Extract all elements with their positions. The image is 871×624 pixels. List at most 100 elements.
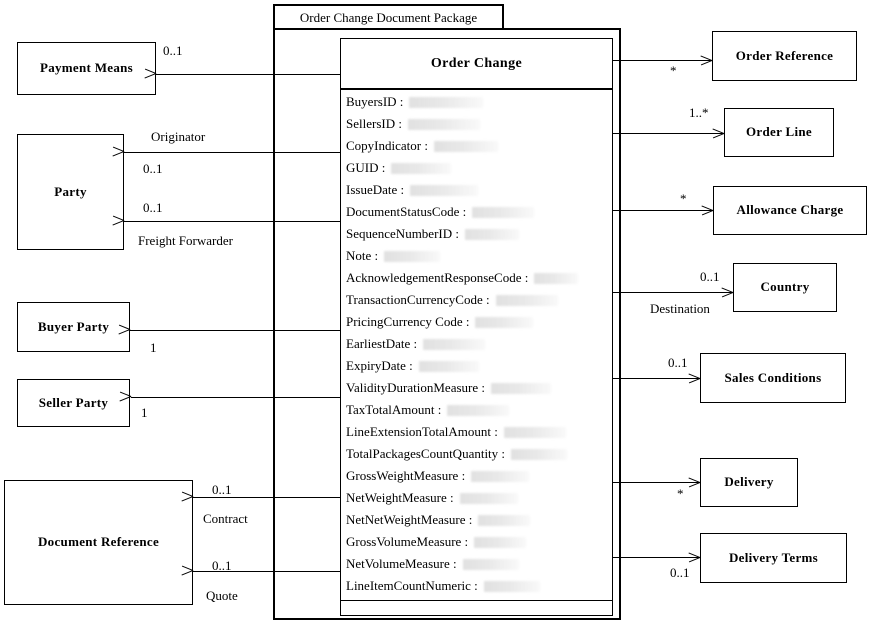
multiplicity-party-freight-forwarder: 0..1	[143, 200, 163, 215]
class-name-order-change: Order Change	[430, 55, 523, 71]
attribute-row: NetNetWeightMeasure :	[346, 509, 612, 531]
attribute-value-redacted	[407, 118, 480, 130]
multiplicity-delivery-terms: 0..1	[670, 565, 690, 580]
multiplicity-party-originator: 0..1	[143, 161, 163, 176]
class-delivery-terms[interactable]: Delivery Terms	[700, 533, 847, 583]
class-seller-party[interactable]: Seller Party	[17, 379, 130, 427]
attribute-name: NetVolumeMeasure :	[346, 556, 457, 571]
attribute-row: ExpiryDate :	[346, 355, 612, 377]
attribute-row: PricingCurrency Code :	[346, 311, 612, 333]
attribute-value-redacted	[384, 250, 441, 262]
attribute-row: NetVolumeMeasure :	[346, 553, 612, 575]
role-label-quote: Quote	[206, 588, 238, 603]
attribute-value-redacted	[465, 228, 519, 240]
attribute-name: SequenceNumberID :	[346, 226, 459, 241]
attribute-value-redacted	[391, 162, 452, 174]
multiplicity-delivery: *	[677, 486, 684, 501]
class-order-line[interactable]: Order Line	[724, 108, 834, 157]
attribute-value-redacted	[491, 382, 551, 394]
attribute-name: TransactionCurrencyCode :	[346, 292, 490, 307]
association-line-country	[613, 292, 733, 293]
attribute-row: AcknowledgementResponseCode :	[346, 267, 612, 289]
attribute-name: SellersID :	[346, 116, 402, 131]
multiplicity-payment-means: 0..1	[163, 43, 183, 58]
association-line-delivery-terms	[613, 557, 700, 558]
role-label-freight-forwarder: Freight Forwarder	[138, 233, 233, 248]
package-name: Order Change Document Package	[299, 10, 478, 25]
class-name-delivery: Delivery	[724, 474, 774, 490]
class-name-delivery-terms: Delivery Terms	[728, 549, 819, 565]
association-line-buyer-party	[130, 330, 340, 331]
class-attribute-compartment: BuyersID : SellersID : CopyIndicator : G…	[341, 90, 612, 600]
attribute-row: DocumentStatusCode :	[346, 201, 612, 223]
attribute-name: LineItemCountNumeric :	[346, 578, 478, 593]
attribute-row: TaxTotalAmount :	[346, 399, 612, 421]
attribute-name: IssueDate :	[346, 182, 405, 197]
class-name-payment-means: Payment Means	[39, 60, 134, 76]
attribute-name: TaxTotalAmount :	[346, 402, 442, 417]
class-operations-compartment	[341, 600, 612, 615]
attribute-row: TransactionCurrencyCode :	[346, 289, 612, 311]
class-country[interactable]: Country	[733, 263, 837, 312]
class-payment-means[interactable]: Payment Means	[17, 42, 156, 95]
attribute-name: ExpiryDate :	[346, 358, 413, 373]
class-document-reference[interactable]: Document Reference	[4, 480, 193, 605]
attribute-value-redacted	[495, 294, 558, 306]
attribute-value-redacted	[423, 338, 486, 350]
class-name-order-line: Order Line	[746, 124, 812, 140]
attribute-row: TotalPackagesCountQuantity :	[346, 443, 612, 465]
class-party[interactable]: Party	[17, 134, 124, 250]
attribute-name: PricingCurrency Code :	[346, 314, 470, 329]
class-name-party: Party	[54, 183, 87, 199]
class-sales-conditions[interactable]: Sales Conditions	[700, 353, 846, 403]
attribute-value-redacted	[410, 184, 479, 196]
multiplicity-buyer-party: 1	[150, 340, 157, 355]
class-buyer-party[interactable]: Buyer Party	[17, 302, 130, 352]
attribute-value-redacted	[534, 272, 579, 284]
attribute-value-redacted	[511, 448, 568, 460]
association-line-order-reference	[613, 60, 712, 61]
attribute-row: GrossWeightMeasure :	[346, 465, 612, 487]
attribute-row: LineExtensionTotalAmount :	[346, 421, 612, 443]
package-tab: Order Change Document Package	[273, 4, 504, 30]
attribute-row: EarliestDate :	[346, 333, 612, 355]
package-frame	[273, 28, 621, 620]
class-order-reference[interactable]: Order Reference	[712, 31, 857, 81]
association-line-delivery	[613, 482, 700, 483]
attribute-value-redacted	[409, 96, 484, 108]
class-order-change[interactable]: Order Change BuyersID : SellersID : Copy…	[340, 38, 613, 616]
attribute-name: EarliestDate :	[346, 336, 418, 351]
attribute-value-redacted	[462, 558, 519, 570]
association-line-order-line	[613, 133, 724, 134]
attribute-row: SequenceNumberID :	[346, 223, 612, 245]
association-line-allowance-charge	[613, 210, 713, 211]
class-title-compartment: Order Change	[341, 39, 612, 90]
attribute-name: Note :	[346, 248, 379, 263]
attribute-row: GrossVolumeMeasure :	[346, 531, 612, 553]
attribute-name: ValidityDurationMeasure :	[346, 380, 485, 395]
role-label-originator: Originator	[151, 129, 206, 144]
attribute-row: CopyIndicator :	[346, 135, 612, 157]
association-line-party-freight-forwarder	[124, 221, 340, 222]
attribute-row: Note :	[346, 245, 612, 267]
multiplicity-seller-party: 1	[141, 405, 148, 420]
attribute-row: BuyersID :	[346, 91, 612, 113]
multiplicity-order-line: 1..*	[689, 105, 709, 120]
role-label-destination: Destination	[650, 301, 710, 316]
multiplicity-document-reference-quote: 0..1	[212, 558, 232, 573]
attribute-value-redacted	[503, 426, 566, 438]
class-name-sales-conditions: Sales Conditions	[724, 369, 822, 385]
multiplicity-allowance-charge: *	[680, 191, 687, 206]
attribute-name: LineExtensionTotalAmount :	[346, 424, 498, 439]
attribute-name: BuyersID :	[346, 94, 404, 109]
association-line-document-reference-quote	[193, 571, 340, 572]
attribute-value-redacted	[472, 206, 535, 218]
attribute-row: LineItemCountNumeric :	[346, 575, 612, 597]
role-label-contract: Contract	[203, 511, 248, 526]
attribute-row: NetWeightMeasure :	[346, 487, 612, 509]
association-line-sales-conditions	[613, 378, 700, 379]
attribute-name: DocumentStatusCode :	[346, 204, 467, 219]
class-allowance-charge[interactable]: Allowance Charge	[713, 186, 867, 235]
class-delivery[interactable]: Delivery	[700, 458, 798, 507]
attribute-value-redacted	[474, 536, 527, 548]
